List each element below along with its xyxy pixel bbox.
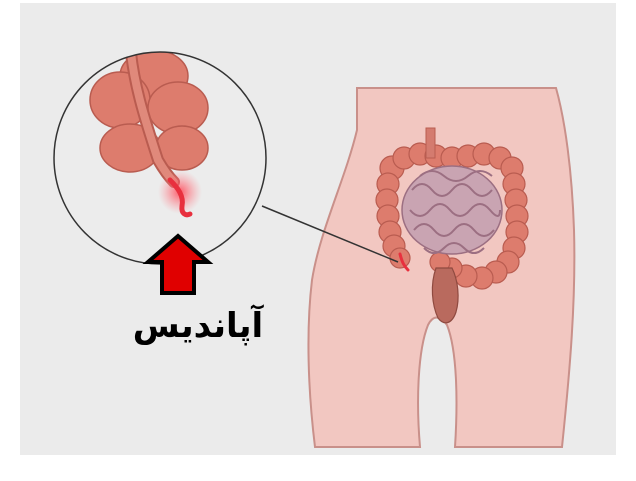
small-intestine bbox=[402, 166, 502, 254]
rectum bbox=[432, 268, 458, 323]
duodenum bbox=[426, 128, 435, 158]
appendix-label: آپاندیس bbox=[88, 306, 308, 346]
